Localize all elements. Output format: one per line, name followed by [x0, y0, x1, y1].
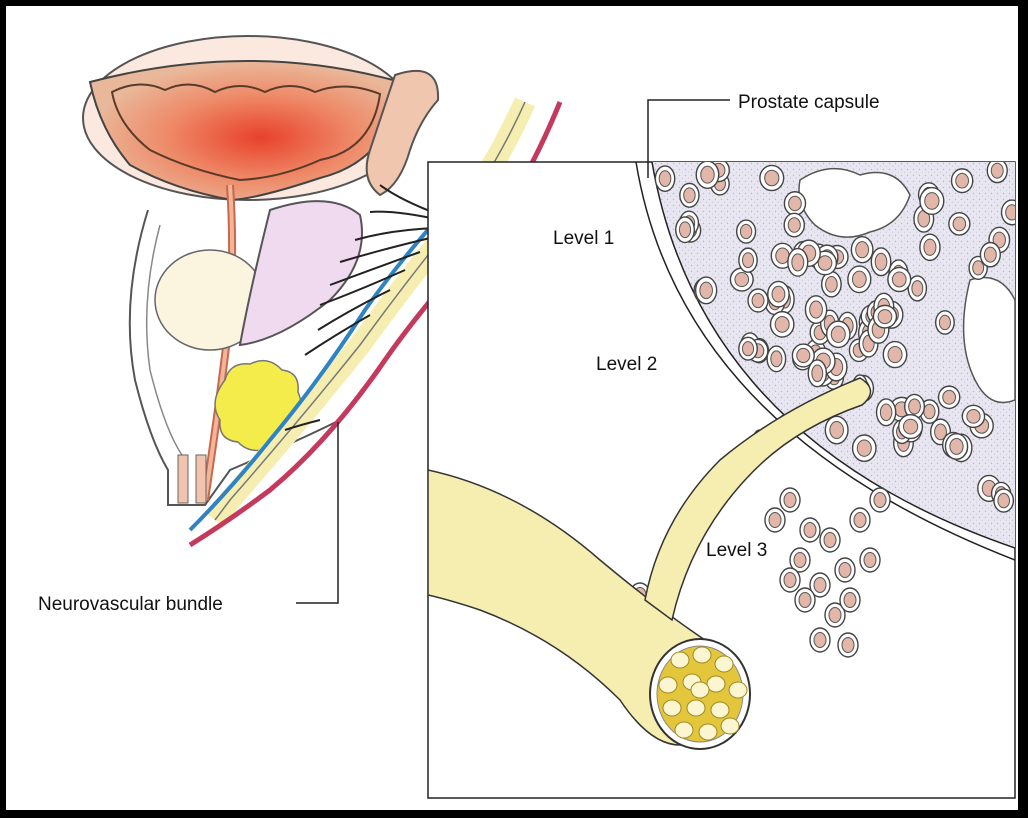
label-neurovascular-bundle: Neurovascular bundle [38, 594, 223, 615]
cell [795, 588, 815, 612]
cell [949, 213, 970, 235]
cell [860, 548, 880, 572]
urethra-stump [178, 455, 188, 503]
cell [739, 248, 757, 272]
cell [920, 188, 944, 215]
cell [952, 169, 973, 193]
cell [877, 399, 896, 426]
cell [768, 281, 789, 306]
cell [853, 435, 876, 461]
fascicle [663, 700, 681, 716]
cell [780, 568, 800, 592]
cell [870, 488, 890, 512]
fascicle [671, 652, 689, 668]
cell [822, 272, 841, 297]
fascicle [729, 682, 747, 698]
cell [696, 161, 718, 188]
cell [696, 277, 717, 304]
label-level-3: Level 3 [706, 540, 767, 561]
cell [873, 305, 896, 328]
cell [680, 183, 699, 207]
neurovascular-leader [296, 422, 338, 603]
cell [820, 528, 840, 552]
cell [792, 344, 814, 367]
fascicle [715, 656, 733, 672]
fascicle [707, 676, 725, 692]
cell [1001, 200, 1022, 225]
seminal-vesicle-region [240, 201, 362, 345]
cell [838, 633, 858, 657]
cell [835, 558, 855, 582]
cell [883, 342, 906, 368]
cell [805, 296, 826, 323]
cell [945, 434, 967, 460]
cell [784, 213, 804, 237]
fascicle [721, 718, 739, 734]
cell [788, 249, 808, 277]
cell [676, 217, 695, 243]
cell [936, 311, 955, 334]
label-prostate-capsule: Prostate capsule [738, 92, 880, 113]
label-level-1: Level 1 [553, 228, 614, 249]
cell [767, 346, 785, 372]
fascicle [691, 682, 709, 698]
cell [850, 508, 870, 532]
cell [655, 166, 674, 191]
cell [987, 159, 1007, 183]
microscopic-inset [428, 159, 1022, 798]
cell [888, 267, 911, 291]
cell [851, 237, 873, 263]
cell [848, 266, 871, 293]
cell [962, 405, 984, 427]
label-level-2: Level 2 [596, 354, 657, 375]
cell [994, 489, 1013, 512]
cell [771, 312, 794, 337]
cell [760, 165, 784, 190]
cell [810, 628, 830, 652]
cell [765, 508, 785, 532]
cell [939, 386, 960, 408]
cell [784, 192, 805, 215]
cell [800, 518, 820, 542]
cell [825, 416, 848, 443]
cell [871, 248, 890, 276]
cell [899, 415, 923, 439]
cell [780, 488, 800, 512]
fascicle [711, 702, 729, 718]
cell [748, 289, 768, 312]
cell [980, 242, 1000, 266]
fascicle [699, 724, 717, 740]
cell [737, 220, 756, 243]
fascicle [693, 647, 711, 663]
cell [840, 588, 860, 612]
cell [827, 321, 850, 347]
fascicle [675, 722, 693, 738]
fascicle [687, 700, 705, 716]
fascicle [659, 677, 677, 693]
cell [739, 337, 757, 360]
cell [920, 234, 940, 260]
